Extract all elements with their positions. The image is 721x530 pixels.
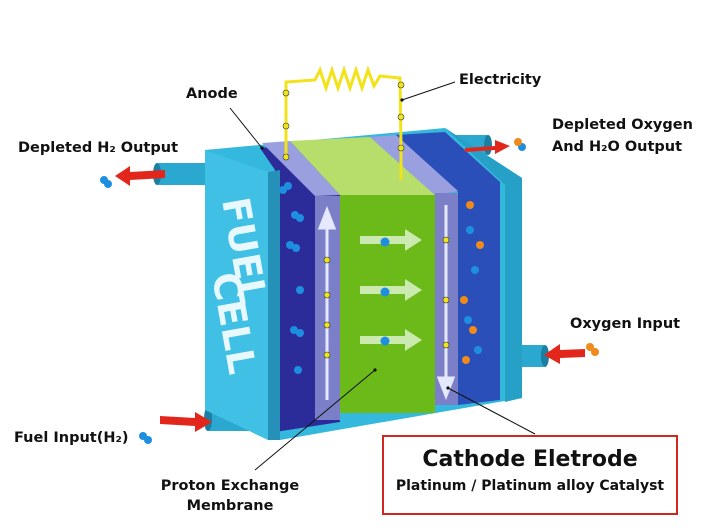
label-depleted-oxygen-1: Depleted Oxygen — [552, 117, 693, 133]
cell-body: FUEL CELL — [203, 128, 522, 440]
front-panel — [205, 150, 268, 440]
hydrogen-molecules — [100, 143, 526, 444]
flow-arrows — [115, 140, 585, 432]
electrons — [323, 236, 450, 359]
cathode-callout-box: Cathode Eletrode Platinum / Platinum all… — [382, 435, 678, 515]
cathode-subtitle: Platinum / Platinum alloy Catalyst — [395, 478, 665, 494]
cathode-title: Cathode Eletrode — [422, 447, 638, 472]
membrane — [340, 195, 435, 413]
electron-flow-arrows — [317, 205, 456, 401]
label-pem-1: Proton Exchange — [160, 478, 300, 494]
label-depleted-h2: Depleted H₂ Output — [18, 140, 178, 156]
wire-electrons — [282, 81, 405, 161]
label-anode: Anode — [186, 86, 238, 102]
oxygen-molecules — [460, 138, 599, 364]
leader-lines — [229, 81, 536, 471]
label-electricity: Electricity — [459, 72, 542, 88]
label-depleted-oxygen-2: And H₂O Output — [552, 139, 683, 155]
label-pem-2: Membrane — [186, 498, 274, 514]
label-fuel-input: Fuel Input(H₂) — [14, 430, 129, 446]
electric-wire — [284, 65, 403, 180]
proton-arrows — [360, 229, 422, 351]
label-oxygen-input: Oxygen Input — [570, 316, 681, 332]
